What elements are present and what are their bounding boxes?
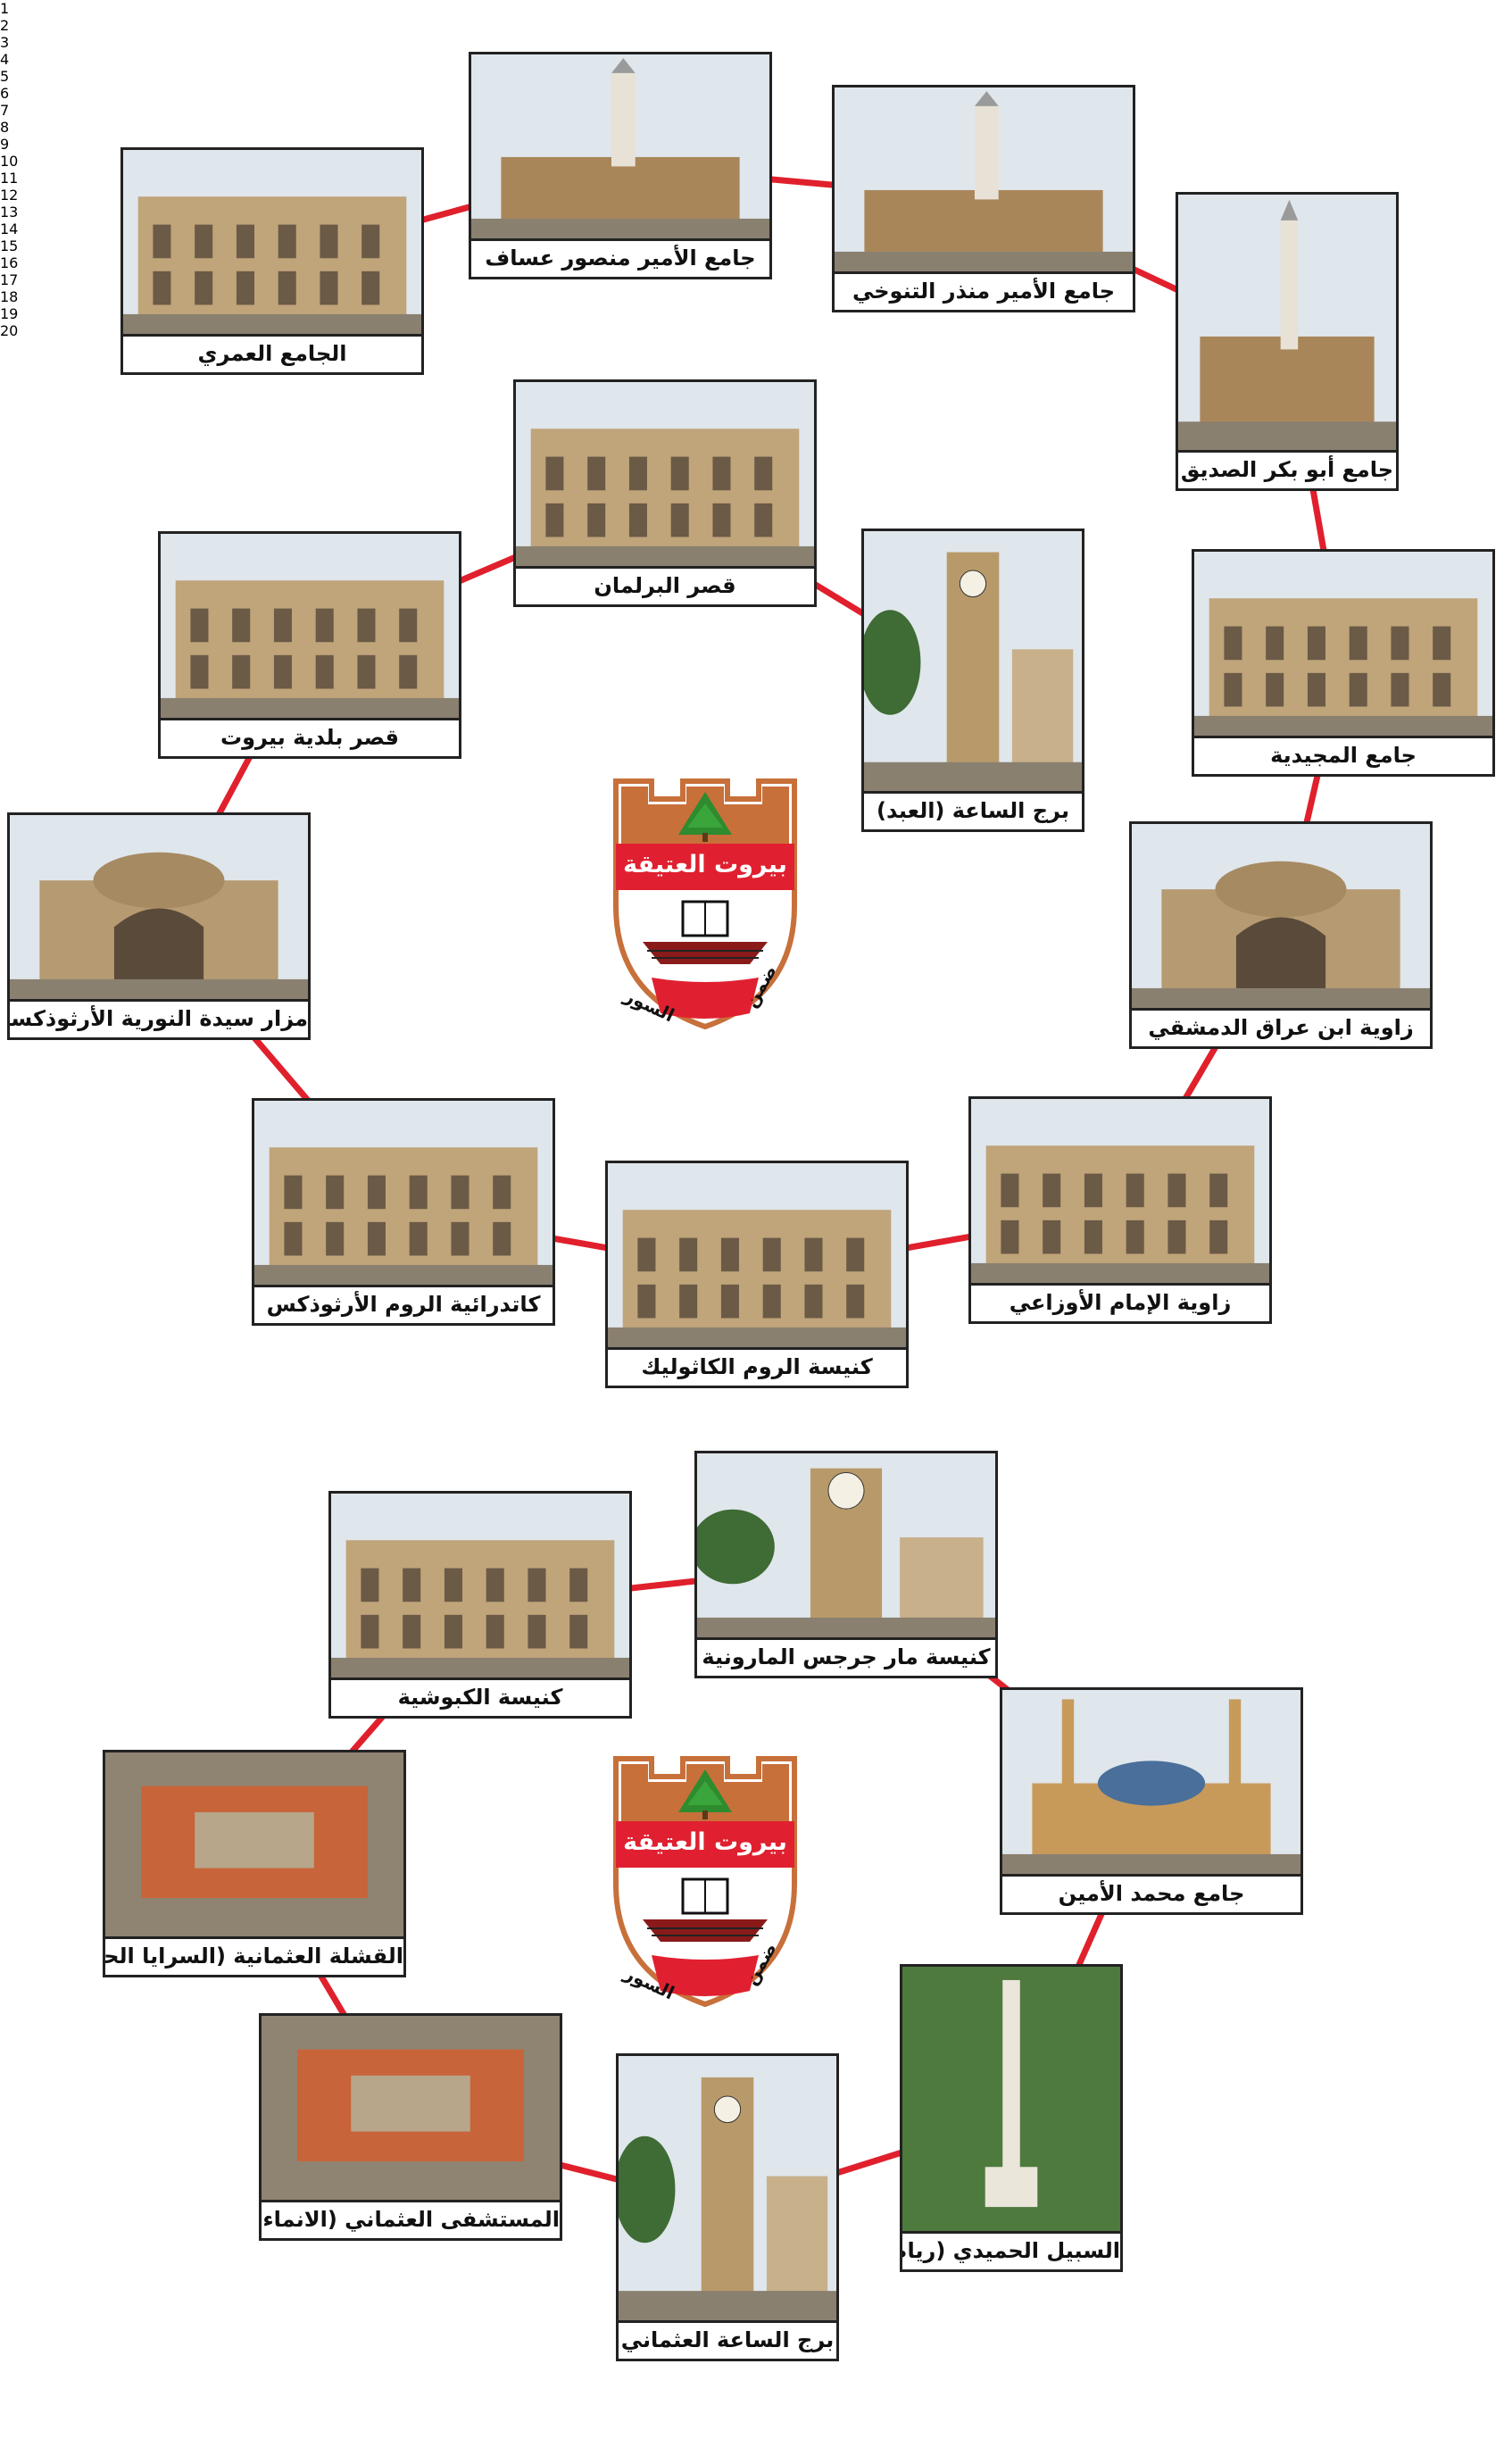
site-number-badge: 15 — [0, 237, 19, 254]
site-card-19: برج الساعة العثماني — [616, 2053, 839, 2361]
site-card-1: الجامع العمري — [120, 147, 424, 375]
site-number-badge: 20 — [0, 322, 19, 339]
site-caption: قصر بلدية بيروت — [161, 718, 459, 756]
site-card-18: المستشفى العثماني (الانماء والاعمار) — [259, 2013, 562, 2241]
site-photo — [1132, 824, 1430, 1011]
site-caption: برج الساعة (العبد) — [864, 791, 1082, 829]
site-caption: كنيسة مار جرجس المارونية — [697, 1637, 995, 1676]
site-number-badge: 16 — [0, 254, 19, 271]
site-caption: برج الساعة العثماني — [619, 2320, 836, 2359]
site-photo — [608, 1163, 906, 1350]
site-caption: قصر البرلمان — [516, 566, 814, 604]
site-photo — [902, 1967, 1120, 2234]
site-card-5: جامع المجيدية — [1192, 549, 1495, 777]
site-card-12: قصر البرلمان — [513, 379, 817, 607]
site-number-badge: 9 — [0, 136, 10, 153]
site-photo — [1194, 552, 1492, 738]
site-number-badge: 12 — [0, 187, 19, 204]
site-photo — [331, 1494, 629, 1680]
ship-icon — [643, 942, 768, 964]
site-photo — [123, 150, 421, 337]
site-card-9: كاتدرائية الروم الأرثوذكس — [252, 1098, 555, 1326]
site-photo — [971, 1099, 1269, 1286]
site-card-8: كنيسة الروم الكاثوليك — [605, 1161, 909, 1388]
emblem-banner-text: بيروت العتيقة — [623, 851, 787, 878]
site-number-badge: 4 — [0, 51, 10, 68]
site-number-badge: 6 — [0, 85, 10, 102]
site-photo — [161, 534, 459, 720]
site-card-13: برج الساعة (العبد) — [861, 529, 1084, 832]
site-caption: زاوية ابن عراق الدمشقي — [1132, 1008, 1430, 1046]
site-photo — [10, 815, 308, 1002]
site-card-11: قصر بلدية بيروت — [158, 531, 461, 759]
site-caption: زاوية الإمام الأوزاعي — [971, 1283, 1269, 1321]
site-number-badge: 13 — [0, 204, 19, 221]
site-card-2: جامع الأمير منصور عساف — [469, 52, 772, 279]
site-caption: جامع الأمير منصور عساف — [471, 238, 769, 277]
site-caption: كنيسة الكبوشية — [331, 1677, 629, 1716]
site-card-10: مزار سيدة النورية الأرثوذكسية — [7, 812, 311, 1040]
site-photo — [1002, 1690, 1300, 1877]
site-photo — [262, 2016, 560, 2202]
site-number-badge: 11 — [0, 170, 19, 187]
site-photo — [864, 531, 1082, 794]
site-caption: جامع أبو بكر الصديق — [1178, 450, 1396, 488]
site-card-4: جامع أبو بكر الصديق — [1176, 192, 1399, 491]
site-photo — [1178, 195, 1396, 453]
site-photo — [835, 87, 1133, 274]
site-photo — [471, 54, 769, 241]
site-card-16: كنيسة الكبوشية — [328, 1491, 632, 1719]
site-number-badge: 3 — [0, 34, 10, 51]
site-number-badge: 18 — [0, 288, 19, 305]
site-number-badge: 2 — [0, 17, 10, 34]
site-number-badge: 1 — [0, 0, 10, 17]
site-number-badge: 14 — [0, 221, 19, 237]
site-number-badge: 10 — [0, 153, 19, 170]
site-caption: مزار سيدة النورية الأرثوذكسية — [10, 999, 308, 1037]
site-card-20: السبيل الحميدي (رياض الصلح) — [900, 1964, 1123, 2272]
site-card-15: كنيسة مار جرجس المارونية — [694, 1451, 998, 1678]
site-caption: القشلة العثمانية (السرايا الحكومية) — [105, 1936, 403, 1975]
site-caption: جامع الأمير منذر التنوخي — [835, 271, 1133, 310]
site-caption: المستشفى العثماني (الانماء والاعمار) — [262, 2200, 560, 2238]
site-card-6: زاوية ابن عراق الدمشقي — [1129, 821, 1433, 1049]
site-caption: السبيل الحميدي (رياض الصلح) — [902, 2231, 1120, 2269]
site-caption: كاتدرائية الروم الأرثوذكس — [254, 1285, 553, 1323]
site-photo — [254, 1101, 553, 1287]
site-card-7: زاوية الإمام الأوزاعي — [968, 1096, 1272, 1324]
site-number-badge: 8 — [0, 119, 10, 136]
site-number-badge: 19 — [0, 305, 19, 322]
site-number-badge: 5 — [0, 68, 10, 85]
site-photo — [516, 382, 814, 569]
site-number-badge: 7 — [0, 102, 10, 119]
site-card-17: القشلة العثمانية (السرايا الحكومية) — [103, 1750, 406, 1977]
ship-icon — [643, 1919, 768, 1942]
site-caption: الجامع العمري — [123, 334, 421, 372]
site-photo — [105, 1752, 403, 1939]
emblem-banner-text: بيروت العتيقة — [623, 1828, 787, 1856]
site-caption: جامع المجيدية — [1194, 736, 1492, 774]
site-caption: جامع محمد الأمين — [1002, 1874, 1300, 1912]
site-photo — [619, 2056, 836, 2323]
site-caption: كنيسة الروم الكاثوليك — [608, 1347, 906, 1386]
site-card-3: جامع الأمير منذر التنوخي — [832, 85, 1135, 312]
site-card-14: جامع محمد الأمين — [1000, 1687, 1303, 1915]
site-number-badge: 17 — [0, 271, 19, 288]
site-photo — [697, 1453, 995, 1640]
